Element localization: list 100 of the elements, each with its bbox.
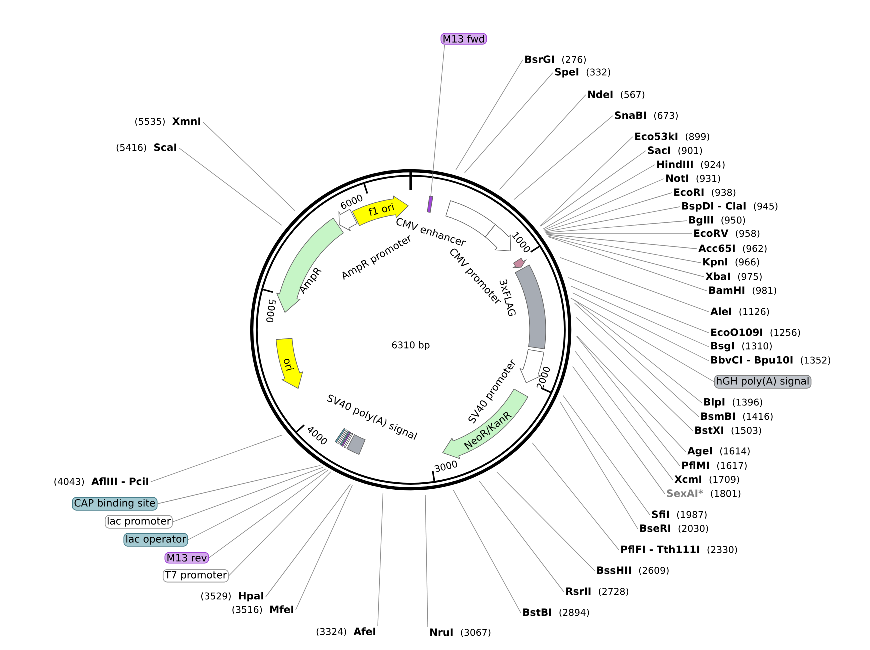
restriction-site-label: XbaI (975) bbox=[706, 272, 762, 282]
feature-label-box: hGH poly(A) signal bbox=[714, 375, 812, 389]
restriction-site-label: SexAI* (1801) bbox=[667, 490, 741, 498]
leader-line bbox=[496, 472, 596, 572]
restriction-site-label: Acc65I (962) bbox=[698, 244, 767, 254]
leader-line bbox=[575, 351, 674, 480]
restriction-site-label: AleI (1126) bbox=[710, 308, 770, 316]
leader-line bbox=[378, 493, 384, 626]
leader-line bbox=[228, 472, 332, 576]
sequence-feature: ori bbox=[276, 338, 304, 390]
restriction-site-label: BamHI (981) bbox=[710, 286, 776, 296]
leader-line bbox=[545, 220, 688, 234]
restriction-site-label: XcmI (1709) bbox=[674, 476, 740, 484]
leader-line bbox=[425, 495, 428, 628]
restriction-site-label: BspDI - ClaI (945) bbox=[682, 202, 778, 212]
restriction-site-label: BstXI (1503) bbox=[696, 426, 762, 436]
restriction-site-label: (3529) HpaI bbox=[202, 592, 264, 602]
restriction-site-label: BsmBI (1416) bbox=[702, 412, 773, 422]
restriction-site-label: PflMI (1617) bbox=[682, 462, 747, 470]
restriction-site-label: BseRI (2030) bbox=[640, 524, 708, 534]
restriction-site-label: EcoO109I (1256) bbox=[712, 328, 800, 338]
leader-line bbox=[172, 467, 324, 522]
leader-line bbox=[576, 336, 686, 452]
leader-line bbox=[178, 148, 282, 226]
leader-line bbox=[430, 44, 446, 196]
leader-line bbox=[500, 94, 586, 190]
feature-label-box: M13 fwd bbox=[440, 33, 488, 45]
restriction-site-label: AgeI (1614) bbox=[688, 447, 750, 457]
leader-line bbox=[560, 258, 710, 312]
leader-line bbox=[540, 150, 646, 227]
restriction-site-label: BsrGI (276) bbox=[526, 56, 586, 64]
leader-line bbox=[296, 485, 353, 610]
restriction-site-label: NdeI (567) bbox=[588, 90, 645, 100]
restriction-site-label: BbvCI - Bpu10I (1352) bbox=[712, 356, 831, 366]
restriction-site-label: BglII (950) bbox=[690, 216, 746, 226]
restriction-site-label: BssHII (2609) bbox=[598, 566, 669, 576]
leader-line bbox=[548, 236, 708, 292]
leader-line bbox=[570, 298, 715, 382]
restriction-site-label: EcoRV (958) bbox=[694, 230, 760, 238]
leader-line bbox=[150, 434, 283, 482]
restriction-site-label: RsrII (2728) bbox=[566, 588, 629, 596]
restriction-site-label: NotI (931) bbox=[666, 174, 720, 184]
feature-label-box: CAP binding site bbox=[72, 497, 158, 511]
sequence-length: 6310 bp bbox=[392, 342, 430, 351]
leader-line bbox=[456, 60, 524, 171]
restriction-site-label: NruI (3067) bbox=[430, 628, 491, 638]
feature-label-box: M13 rev bbox=[164, 552, 210, 564]
restriction-site-label: BsgI (1310) bbox=[712, 342, 772, 352]
leader-line bbox=[266, 484, 351, 598]
feature-label-box: T7 promoter bbox=[162, 569, 230, 583]
leader-line bbox=[544, 206, 680, 233]
restriction-site-label: (5416) ScaI bbox=[116, 144, 176, 152]
restriction-site-label: (3324) AfeI bbox=[316, 628, 376, 636]
leader-line bbox=[546, 234, 698, 250]
restriction-site-label: (5535) XmnI bbox=[136, 118, 200, 126]
leader-line bbox=[544, 192, 672, 232]
leader-line bbox=[157, 465, 321, 504]
restriction-site-label: KpnI (966) bbox=[704, 258, 760, 268]
leader-line bbox=[574, 300, 702, 404]
restriction-site-label: SnaBI (673) bbox=[615, 112, 678, 120]
leader-line bbox=[543, 178, 664, 231]
feature-bar bbox=[427, 196, 434, 213]
restriction-site-label: EcoRI (938) bbox=[674, 188, 736, 198]
leader-line bbox=[188, 468, 326, 540]
restriction-site-label: Eco53kI (899) bbox=[636, 132, 710, 142]
restriction-site-label: SfiI (1987) bbox=[652, 510, 707, 520]
leader-line bbox=[532, 442, 620, 550]
leader-line bbox=[453, 490, 522, 614]
feature-label-box: lac operator bbox=[124, 533, 188, 547]
leader-line bbox=[514, 116, 614, 200]
leader-line bbox=[572, 292, 710, 362]
restriction-site-label: BstBI (2894) bbox=[524, 608, 590, 618]
restriction-site-label: SpeI (332) bbox=[555, 68, 610, 78]
restriction-site-label: (4043) AflIII - PciI bbox=[54, 478, 148, 486]
restriction-site-label: SacI (901) bbox=[648, 146, 702, 156]
restriction-site-label: (3516) MfeI bbox=[232, 606, 294, 614]
feature-label-box: lac promoter bbox=[105, 515, 173, 529]
leader-line bbox=[202, 122, 296, 212]
leader-line bbox=[568, 277, 710, 334]
leader-line bbox=[560, 402, 638, 530]
leader-line bbox=[546, 234, 702, 264]
leader-line bbox=[542, 164, 656, 230]
sequence-feature: 3xFLAG bbox=[500, 258, 528, 316]
leader-line bbox=[572, 366, 666, 494]
leader-line bbox=[570, 286, 710, 348]
leader-line bbox=[479, 480, 564, 592]
restriction-site-label: BlpI (1396) bbox=[704, 398, 762, 408]
leader-line bbox=[563, 396, 650, 516]
leader-line bbox=[540, 136, 634, 227]
leader-line bbox=[574, 303, 700, 418]
leader-line bbox=[576, 336, 680, 466]
restriction-site-label: PflFI - Tth111I (2330) bbox=[622, 546, 738, 554]
tick-label: 5000 bbox=[266, 300, 276, 323]
leader-line bbox=[576, 317, 694, 432]
leader-line bbox=[548, 236, 704, 278]
tick-label: 3000 bbox=[434, 460, 458, 472]
tick-label: 2000 bbox=[536, 367, 550, 390]
restriction-site-label: HindIII (924) bbox=[658, 160, 725, 170]
leader-line bbox=[464, 72, 554, 174]
node-label: 3xFLAG bbox=[500, 280, 516, 316]
